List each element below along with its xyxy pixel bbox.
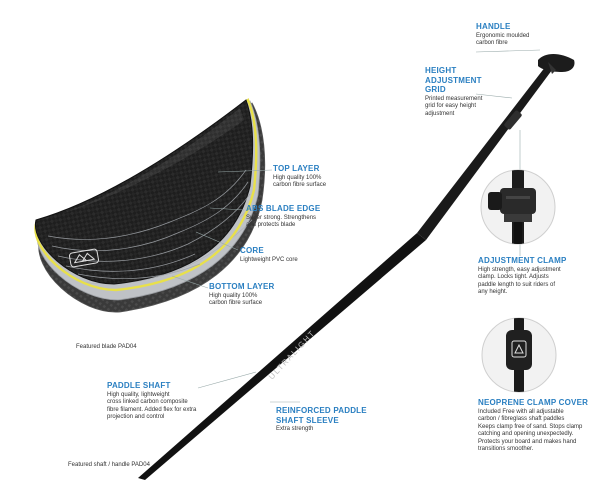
- blade-layers: [34, 98, 266, 313]
- callout-top-layer: TOP LAYER High quality 100% carbon fibre…: [273, 164, 423, 190]
- callout-neoprene-clamp-cover: NEOPRENE CLAMP COVER Included Free with …: [478, 398, 600, 454]
- callout-desc: Ergonomic moulded carbon fibre: [476, 32, 530, 47]
- top-layer-shape: [34, 99, 254, 285]
- blade-logo: [68, 248, 100, 268]
- callout-handle: HANDLE Ergonomic moulded carbon fibre: [476, 22, 600, 48]
- callout-title: TOP LAYER: [273, 164, 320, 173]
- callout-core: CORE Lightweight PVC core: [240, 246, 390, 264]
- callout-title: BOTTOM LAYER: [209, 282, 275, 291]
- callout-title: HANDLE: [476, 22, 511, 31]
- leader-lines: [171, 49, 541, 403]
- callout-adjustment-clamp: ADJUSTMENT CLAMP High strength, easy adj…: [478, 256, 600, 297]
- shaft-print: ULTRALIGHT: [267, 328, 317, 381]
- shaft-caption: Featured shaft / handle PAD04: [68, 462, 150, 468]
- callout-abs-blade-edge: ABS BLADE EDGE Super strong. Strengthens…: [246, 204, 396, 230]
- callout-title: REINFORCED PADDLE SHAFT SLEEVE: [276, 406, 367, 425]
- callout-desc: High strength, easy adjustment clamp. Lo…: [478, 266, 561, 296]
- callout-title: CORE: [240, 246, 264, 255]
- callout-height-adjustment-grid: HEIGHT ADJUSTMENT GRID Printed measureme…: [425, 66, 575, 118]
- callout-title: NEOPRENE CLAMP COVER: [478, 398, 589, 407]
- callout-desc: High quality, lightweight cross linked c…: [107, 391, 197, 421]
- callout-title: HEIGHT ADJUSTMENT GRID: [425, 66, 482, 94]
- callout-desc: Super strong. Strengthens and protects b…: [246, 214, 317, 229]
- callout-desc: High quality 100% carbon fibre surface: [273, 174, 327, 189]
- callout-bottom-layer: BOTTOM LAYER High quality 100% carbon fi…: [209, 282, 359, 308]
- callout-paddle-shaft: PADDLE SHAFT High quality, lightweight c…: [107, 381, 257, 422]
- adjustment-clamp-inset: [480, 169, 556, 245]
- blade-caption: Featured blade PAD04: [76, 344, 137, 350]
- callout-desc: Included Free with all adjustable carbon…: [478, 408, 583, 453]
- callout-title: PADDLE SHAFT: [107, 381, 171, 390]
- callout-desc: High quality 100% carbon fibre surface: [209, 292, 263, 307]
- handle-shape: [538, 54, 575, 74]
- callout-desc: Lightweight PVC core: [240, 256, 298, 263]
- callout-title: ADJUSTMENT CLAMP: [478, 256, 567, 265]
- neoprene-cover-inset: [481, 317, 557, 393]
- callout-reinforced-shaft-sleeve: REINFORCED PADDLE SHAFT SLEEVE Extra str…: [276, 406, 426, 434]
- callout-desc: Extra strength: [276, 426, 314, 432]
- callout-title: ABS BLADE EDGE: [246, 204, 321, 213]
- callout-desc: Printed measurement grid for easy height…: [425, 95, 483, 117]
